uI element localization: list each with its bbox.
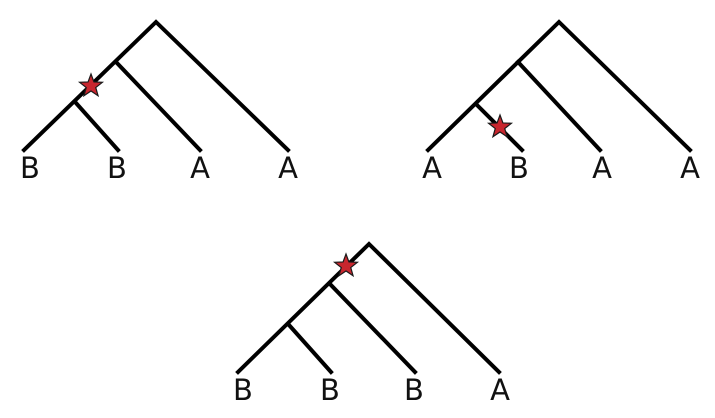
tip-label: A bbox=[278, 151, 298, 185]
tip-label: A bbox=[422, 151, 442, 185]
tree-top-left: B B A A bbox=[20, 19, 298, 185]
branch bbox=[327, 281, 418, 375]
tip-label: B bbox=[320, 373, 340, 407]
branch bbox=[515, 59, 603, 153]
tip-label: B bbox=[404, 373, 424, 407]
tip-label: A bbox=[592, 151, 612, 185]
red-star-icon bbox=[77, 72, 105, 98]
red-star-icon bbox=[332, 252, 360, 278]
branch bbox=[286, 322, 334, 375]
branch bbox=[73, 100, 121, 153]
branch bbox=[113, 59, 203, 153]
tip-label: B bbox=[233, 373, 253, 407]
tip-label: B bbox=[107, 151, 127, 185]
red-star-icon bbox=[486, 113, 514, 139]
tip-label: B bbox=[509, 151, 529, 185]
tree-top-right: A B A A bbox=[422, 19, 700, 185]
tip-label: A bbox=[490, 373, 510, 407]
branch bbox=[21, 19, 291, 153]
tip-label: A bbox=[190, 151, 210, 185]
branch bbox=[425, 19, 693, 153]
branch bbox=[235, 241, 502, 375]
tree-bottom: B B B A bbox=[233, 241, 510, 407]
tip-label: A bbox=[680, 151, 700, 185]
tip-label: B bbox=[20, 151, 40, 185]
